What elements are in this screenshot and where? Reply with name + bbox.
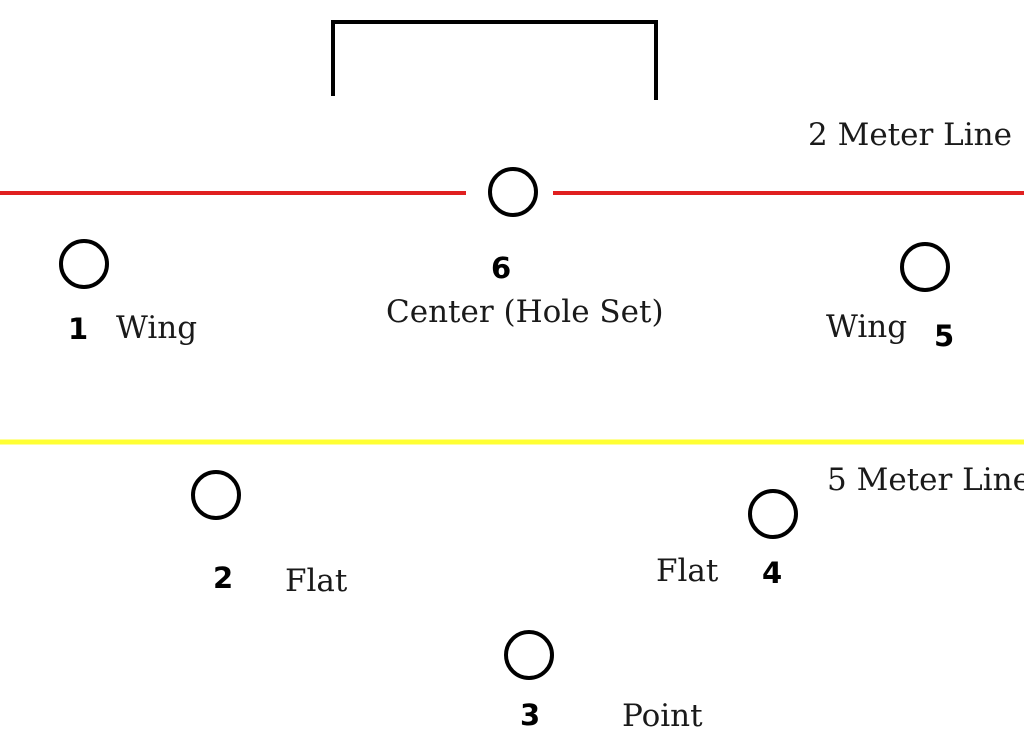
player-2-number: 2 — [213, 561, 234, 595]
player-2-marker — [191, 470, 241, 520]
two-meter-line-label: 2 Meter Line — [808, 117, 1012, 153]
player-1-marker — [59, 239, 109, 289]
player-4-marker — [748, 489, 798, 539]
player-6-number: 6 — [491, 251, 512, 285]
player-3-marker — [504, 630, 554, 680]
player-5-role: Wing — [826, 309, 908, 345]
player-6-role: Center (Hole Set) — [386, 294, 664, 330]
goal — [331, 20, 658, 100]
player-4-number: 4 — [762, 556, 783, 590]
player-3-number: 3 — [520, 698, 541, 732]
player-6-marker — [488, 167, 538, 217]
five-meter-line-label: 5 Meter Line — [827, 462, 1024, 498]
player-4-role: Flat — [656, 553, 719, 589]
player-5-number: 5 — [934, 319, 955, 353]
player-2-role: Flat — [285, 563, 348, 599]
player-1-number: 1 — [68, 312, 89, 346]
player-1-role: Wing — [116, 310, 198, 346]
player-5-marker — [900, 242, 950, 292]
player-3-role: Point — [622, 698, 703, 734]
